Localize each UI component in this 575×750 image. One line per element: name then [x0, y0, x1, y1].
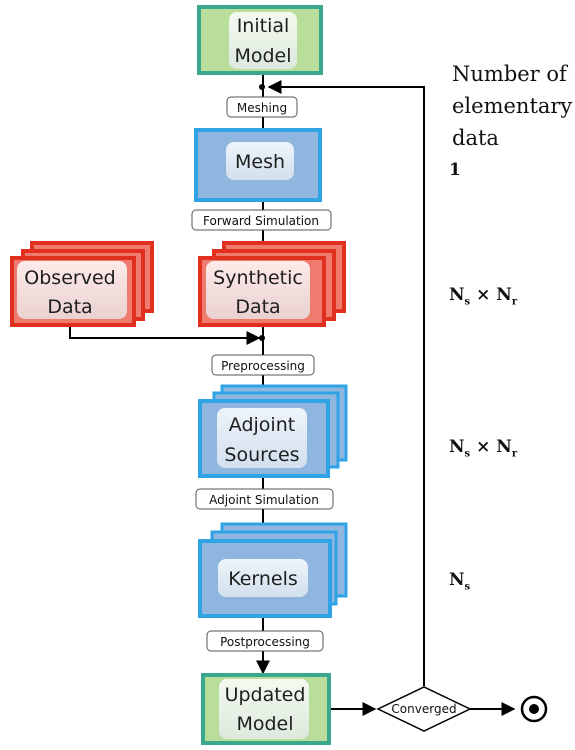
junction-dot-top — [259, 84, 265, 90]
count-subscript: r — [511, 448, 518, 460]
adjoint-count: Ns × Nr — [449, 437, 517, 459]
updated-model-box: Updated Model — [201, 673, 331, 745]
header-line-2: elementary — [452, 94, 573, 118]
step-forward-simulation-label: Forward Simulation — [203, 214, 319, 228]
mesh-count-value: 1 — [449, 160, 461, 180]
step-forward-simulation: Forward Simulation — [191, 209, 332, 231]
count-symbol: N — [496, 437, 512, 457]
count-subscript: s — [464, 448, 471, 460]
synthetic-count: Ns × Nr — [449, 285, 517, 307]
header-line-1: Number of — [452, 62, 567, 86]
synthetic-data-box: Synthetic Data — [198, 241, 346, 327]
kernels-count: Ns — [449, 570, 470, 592]
adjoint-sources-label-line2: Sources — [224, 444, 299, 466]
step-adjoint-simulation-label: Adjoint Simulation — [209, 493, 319, 507]
count-symbol: N — [449, 437, 465, 457]
count-symbol: N — [496, 285, 512, 305]
synthetic-data-label-line1: Synthetic — [213, 267, 303, 289]
initial-model-label-line2: Model — [234, 45, 291, 67]
junction-dot-data — [259, 335, 265, 341]
adjoint-sources-label-line1: Adjoint — [229, 414, 295, 436]
mesh-label: Mesh — [235, 151, 285, 173]
count-subscript: r — [511, 296, 518, 308]
step-postprocessing: Postprocessing — [206, 630, 324, 652]
step-preprocessing-label: Preprocessing — [221, 359, 305, 373]
initial-model-box: Initial Model — [197, 5, 323, 75]
count-subscript: s — [464, 581, 471, 593]
observed-data-label-line2: Data — [47, 296, 92, 318]
observed-data-box: Observed Data — [10, 241, 154, 327]
updated-model-label-line2: Model — [236, 713, 293, 735]
count-operator: × — [476, 437, 491, 457]
count-symbol: N — [449, 285, 465, 305]
synthetic-data-label-line2: Data — [235, 296, 280, 318]
converged-label: Converged — [391, 702, 456, 716]
step-preprocessing: Preprocessing — [211, 354, 315, 376]
step-meshing: Meshing — [226, 96, 298, 118]
count-symbol: N — [449, 570, 465, 590]
updated-model-label-line1: Updated — [225, 684, 306, 706]
elementary-data-header: Number of elementary data — [452, 58, 572, 154]
step-adjoint-simulation: Adjoint Simulation — [195, 488, 334, 510]
count-operator: × — [476, 285, 491, 305]
observed-data-label-line1: Observed — [24, 267, 115, 289]
initial-model-label-line1: Initial — [237, 15, 290, 37]
mesh-box: Mesh — [194, 128, 322, 202]
kernels-box: Kernels — [198, 522, 348, 618]
count-subscript: s — [464, 296, 471, 308]
step-postprocessing-label: Postprocessing — [220, 635, 310, 649]
step-meshing-label: Meshing — [237, 101, 287, 115]
end-node — [520, 695, 548, 723]
adjoint-sources-box: Adjoint Sources — [198, 384, 348, 478]
mesh-count: 1 — [449, 160, 461, 180]
kernels-label: Kernels — [228, 568, 298, 590]
header-line-3: data — [452, 126, 499, 150]
converged-decision: Converged — [376, 686, 472, 732]
